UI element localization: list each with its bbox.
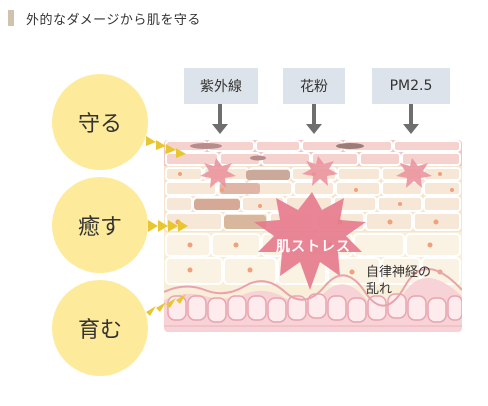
page-title: 外的なダメージから肌を守る <box>26 12 201 28</box>
protect-circle: 守る <box>52 74 148 170</box>
stressor-uv-label: 紫外線 <box>184 68 258 104</box>
autonomic-nerve-line1: 自律神経の <box>366 265 432 280</box>
uv-arrow-icon <box>212 104 228 134</box>
stressor-pm25-label: PM2.5 <box>372 68 450 104</box>
pollen-arrow-icon <box>306 104 322 134</box>
section-header: 外的なダメージから肌を守る <box>8 8 201 28</box>
autonomic-nerve-line2: 乱れ <box>366 282 393 297</box>
pm25-arrow-icon <box>403 104 419 134</box>
header-accent-bar <box>8 10 14 26</box>
nurture-circle: 育む <box>52 280 148 376</box>
autonomic-nerve-label: 自律神経の 乱れ <box>366 264 431 298</box>
stressor-pollen-label: 花粉 <box>283 68 345 104</box>
heal-circle: 癒す <box>52 177 148 273</box>
skin-stress-label: 肌ストレス <box>276 239 351 255</box>
